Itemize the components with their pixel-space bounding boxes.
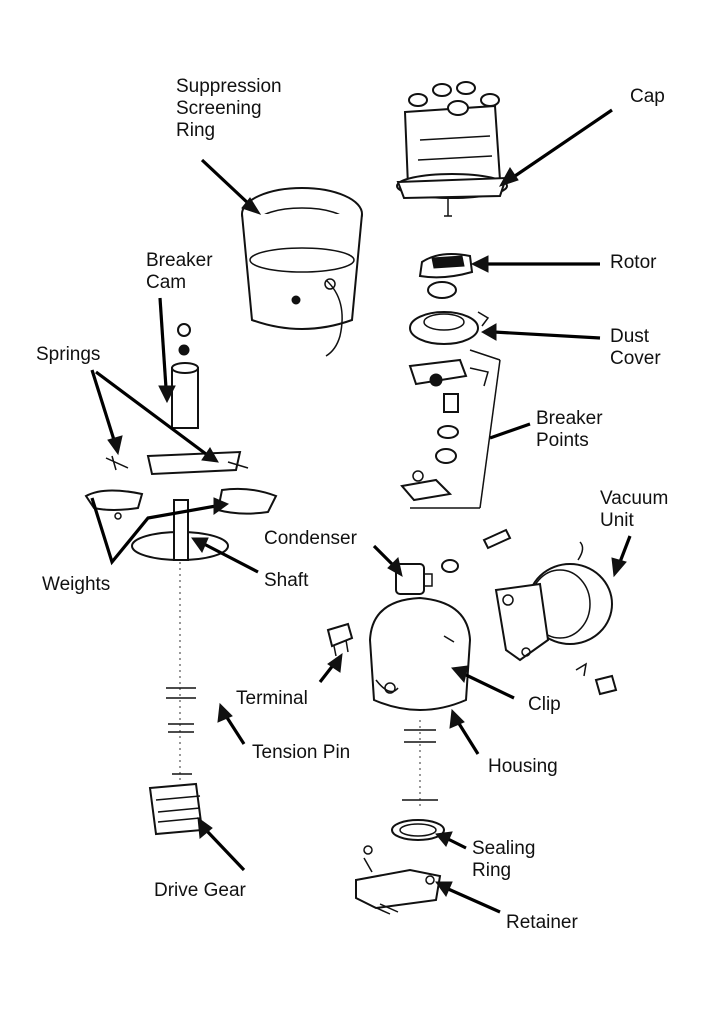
rotor-part xyxy=(418,253,474,299)
label-springs: Springs xyxy=(36,344,101,365)
vacuum-unit-part xyxy=(482,528,618,696)
drive-gear-part xyxy=(148,782,204,836)
label-sealing-ring: Sealing Ring xyxy=(472,838,536,881)
label-rotor: Rotor xyxy=(610,252,657,273)
retainer-part xyxy=(355,845,442,915)
leader-arrows xyxy=(90,108,632,914)
label-vacuum-unit: Vacuum Unit xyxy=(600,488,669,531)
dust-cover-part xyxy=(409,311,490,345)
label-cap: Cap xyxy=(630,86,665,107)
label-dust-cover: Dust Cover xyxy=(610,326,661,369)
label-tension-pin: Tension Pin xyxy=(252,742,351,763)
suppression-screening-ring-part xyxy=(241,187,363,357)
terminal-part xyxy=(326,622,354,657)
housing-part xyxy=(368,596,472,810)
shaft-assembly-part xyxy=(84,323,278,780)
label-drive-gear: Drive Gear xyxy=(154,880,246,901)
condenser-part xyxy=(395,559,459,595)
label-breaker-cam: Breaker Cam xyxy=(146,250,213,293)
cap-part xyxy=(396,81,508,217)
breaker-points-part xyxy=(400,349,501,509)
label-housing: Housing xyxy=(488,756,558,777)
label-shaft: Shaft xyxy=(264,570,309,591)
label-breaker-points: Breaker Points xyxy=(536,408,603,451)
label-weights: Weights xyxy=(42,574,111,595)
label-clip: Clip xyxy=(528,694,561,715)
label-condenser: Condenser xyxy=(264,528,357,549)
label-retainer: Retainer xyxy=(506,912,578,933)
label-terminal: Terminal xyxy=(236,688,308,709)
label-suppression-screening-ring: Suppression Screening Ring xyxy=(176,76,282,141)
sealing-ring-part xyxy=(391,819,445,841)
